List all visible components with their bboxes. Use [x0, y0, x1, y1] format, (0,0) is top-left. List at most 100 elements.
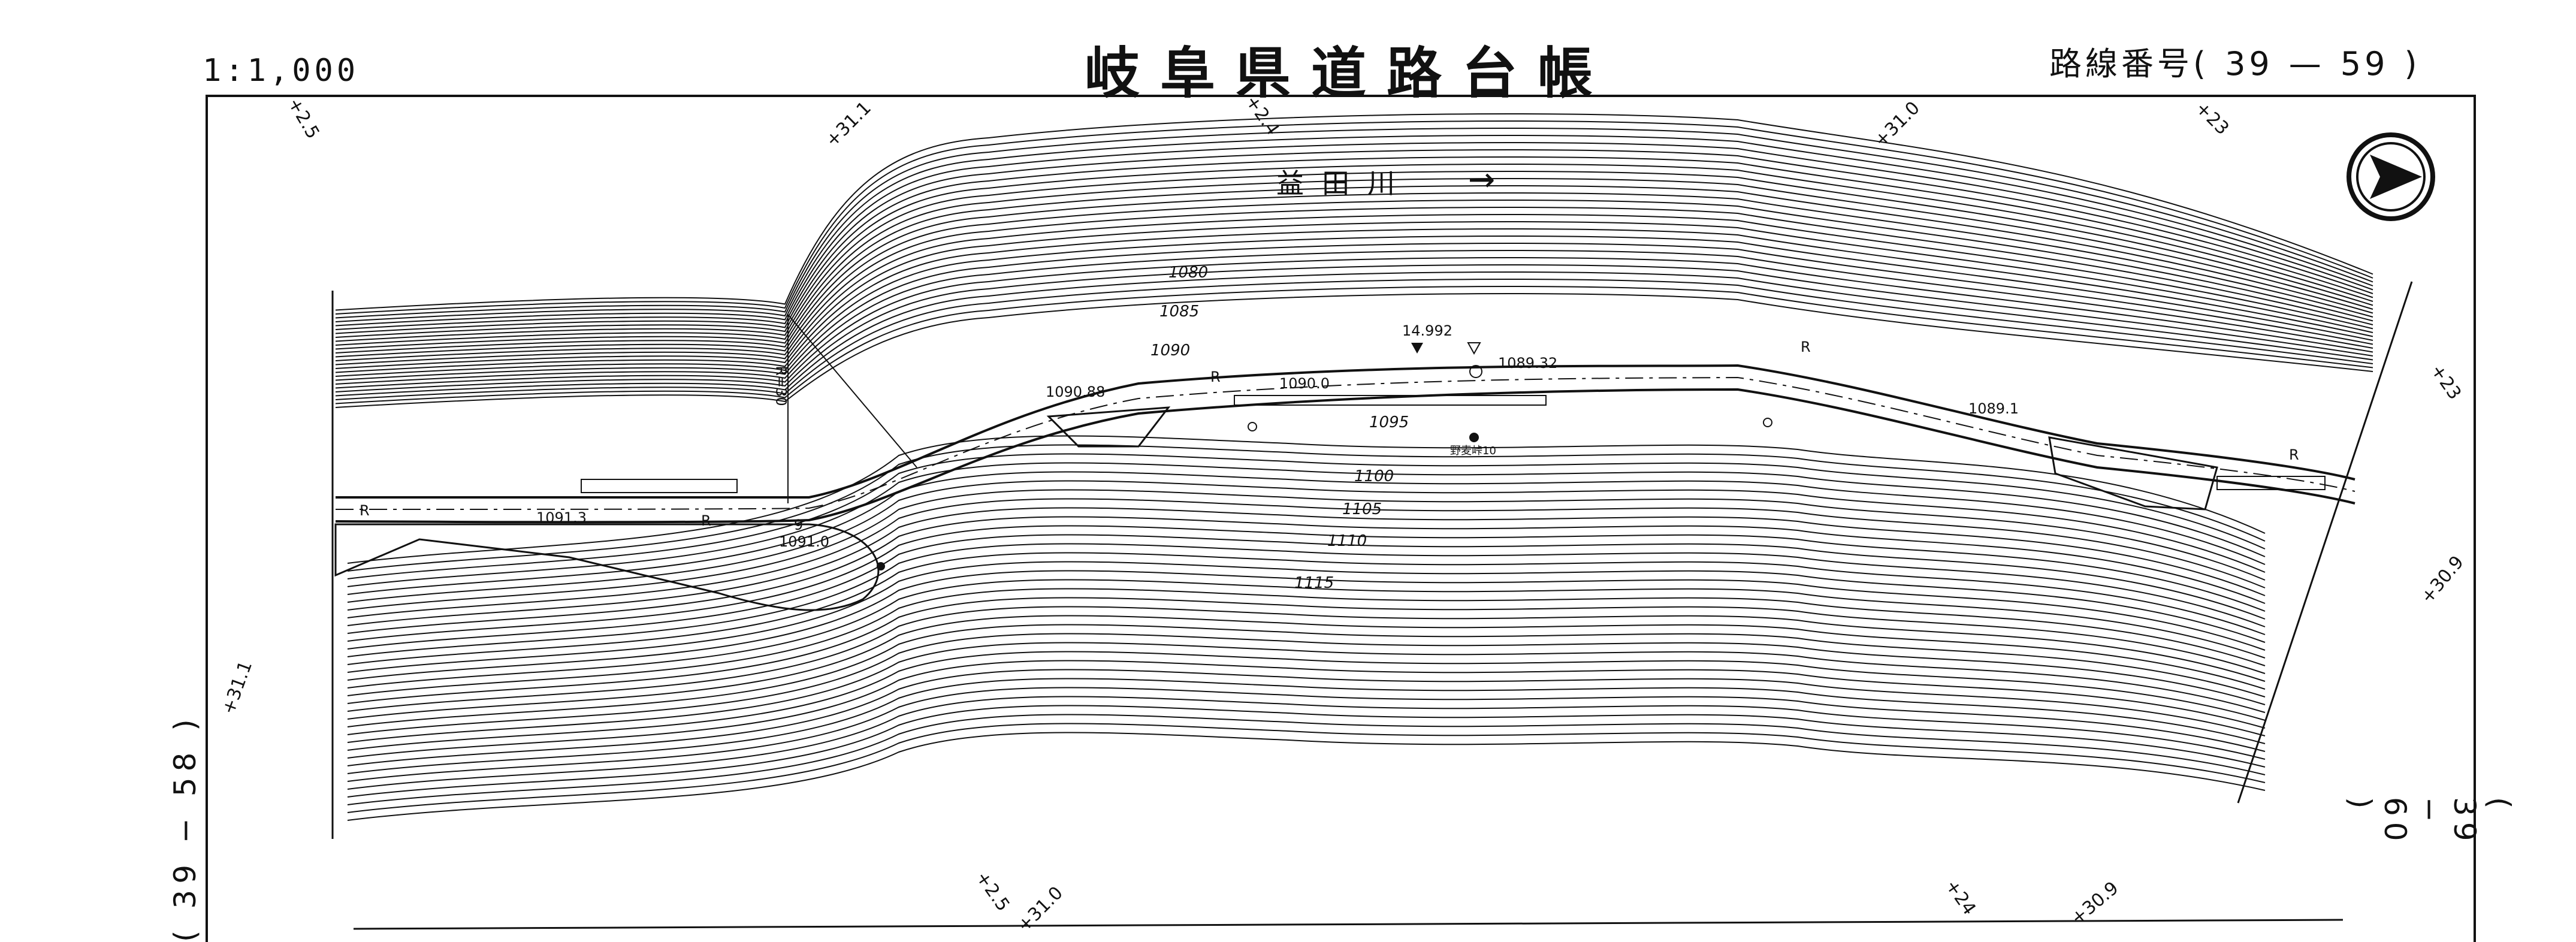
road-r-label-2: R — [701, 512, 711, 529]
spot-elevation-3: 1090.88 — [1046, 384, 1106, 400]
contour-line — [347, 714, 2266, 805]
road-r-label-4: R — [1801, 339, 1811, 355]
pole-marker-3 — [1763, 418, 1772, 427]
route-number-label: 路線番号 — [2049, 45, 2193, 83]
pole-marker — [877, 562, 885, 570]
boundary-line-right — [2237, 281, 2413, 804]
contour-label-1100: 1100 — [1354, 467, 1394, 485]
contour-label-1115: 1115 — [1294, 574, 1334, 592]
spot-elevation-7: 1091.0 — [779, 533, 829, 550]
contour-line — [347, 462, 2266, 587]
contour-label-1080: 1080 — [1168, 264, 1209, 282]
contour-line — [335, 171, 2373, 342]
contour-line — [347, 723, 2266, 813]
manhole-marker — [1469, 365, 1482, 378]
contour-line — [335, 113, 2373, 311]
survey-marker-filled — [1411, 343, 1423, 354]
contour-line — [335, 142, 2373, 327]
contour-line — [347, 615, 2266, 720]
spot-elevation-5: 1089.1 — [1968, 400, 2019, 417]
road-r-label-3: R — [1210, 369, 1221, 385]
contour-line — [347, 453, 2266, 579]
contour-line — [347, 561, 2266, 673]
map-scale: 1:1,000 — [203, 53, 360, 89]
contour-line — [347, 570, 2266, 681]
contour-line — [347, 480, 2266, 603]
contour-line — [347, 642, 2266, 743]
contour-line — [335, 243, 2373, 381]
road-centerline — [335, 376, 2355, 510]
contour-line — [347, 471, 2266, 595]
guardrail-mid — [1234, 395, 1547, 406]
contour-line — [347, 606, 2266, 712]
contour-line — [335, 149, 2373, 330]
contour-line — [347, 696, 2266, 790]
contour-line — [347, 435, 2266, 564]
spot-elevation-4: 1090.0 — [1279, 375, 1330, 392]
road-edge-upper — [336, 364, 2355, 499]
contour-lines-lower — [347, 435, 2266, 821]
contour-line — [347, 543, 2266, 657]
river-flow-arrow: → — [1468, 161, 1496, 198]
contour-label-1095: 1095 — [1369, 413, 1409, 431]
pole-marker-2 — [1248, 422, 1257, 431]
contour-line — [335, 236, 2373, 377]
contour-line — [335, 156, 2373, 334]
contour-line — [347, 624, 2266, 727]
baseline — [353, 919, 2344, 930]
map-frame — [206, 95, 2476, 942]
contour-line — [335, 264, 2373, 393]
contour-label-1090: 1090 — [1150, 342, 1191, 360]
contour-line — [335, 164, 2373, 338]
contour-label-1085: 1085 — [1159, 303, 1200, 321]
curve-radius-label: R=30 — [772, 366, 790, 406]
contour-line — [347, 588, 2266, 696]
contour-line — [347, 597, 2266, 704]
contour-line — [347, 525, 2266, 642]
road-r-label-1: R — [360, 502, 370, 519]
road — [335, 364, 2355, 524]
retaining-wall-left — [581, 479, 738, 493]
road-r-label-5: R — [2289, 446, 2299, 463]
contour-line — [347, 498, 2266, 618]
spot-elevation-6: 1091.3 — [536, 509, 587, 526]
contour-line — [335, 257, 2373, 389]
contour-line — [335, 271, 2373, 397]
contour-label-1105: 1105 — [1342, 500, 1382, 518]
contour-line — [347, 507, 2266, 626]
contour-line — [347, 444, 2266, 572]
contour-line — [347, 651, 2266, 751]
contour-line — [347, 633, 2266, 735]
contour-line — [335, 214, 2373, 366]
route-dash: — — [2288, 45, 2325, 83]
contour-line — [335, 286, 2373, 404]
contour-line — [335, 135, 2373, 322]
route-number: 路線番号(39—59) — [2049, 37, 2421, 84]
contour-line — [347, 669, 2266, 766]
survey-marker-open — [1467, 342, 1481, 355]
contour-line — [347, 489, 2266, 611]
contour-line — [335, 279, 2373, 400]
route-from: 39 — [2225, 45, 2273, 83]
contour-line — [347, 732, 2266, 821]
contour-line — [347, 687, 2266, 782]
contour-line — [335, 178, 2373, 346]
route-open-paren: ( — [2193, 45, 2210, 83]
contour-line — [335, 221, 2373, 369]
fill-area-left — [334, 523, 880, 611]
contour-line — [347, 705, 2266, 798]
contour-line — [335, 250, 2373, 385]
fill-area-right — [2048, 436, 2218, 511]
retaining-wall-right — [2216, 476, 2326, 490]
road-nine-label: 9 — [794, 517, 804, 533]
road-edge-lower — [335, 388, 2355, 524]
contour-line — [335, 228, 2373, 373]
curve-radius-line — [787, 314, 917, 468]
contour-line — [335, 185, 2373, 350]
contour-line — [335, 200, 2373, 358]
spot-elevation-2: 1089.32 — [1498, 355, 1558, 372]
contour-line — [335, 128, 2373, 319]
route-close-paren: ) — [2404, 45, 2421, 83]
contour-line — [335, 293, 2373, 408]
